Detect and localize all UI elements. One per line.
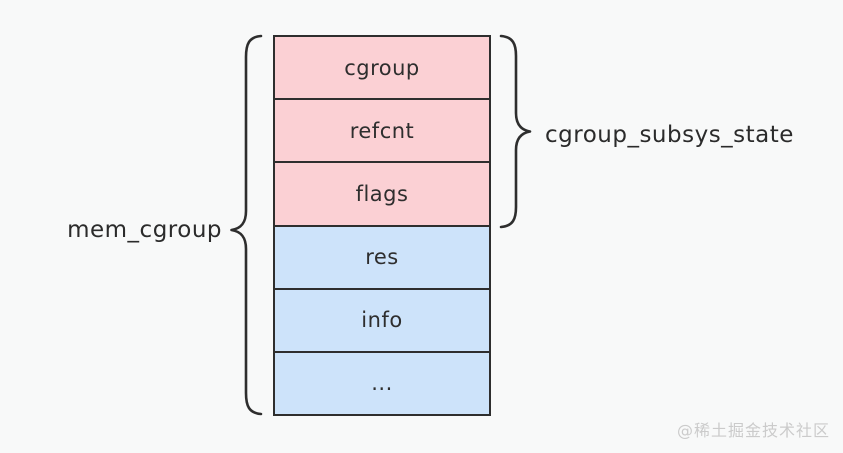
watermark-text: @稀土掘金技术社区 [676, 421, 830, 440]
mem-cgroup-label: mem_cgroup [67, 217, 222, 243]
left-brace [230, 34, 263, 416]
struct-row-cgroup: cgroup [275, 37, 489, 99]
struct-row-res: res [275, 224, 489, 288]
struct-field-stack: cgroup refcnt flags res info ... [273, 35, 491, 416]
cgroup-subsys-state-label: cgroup_subsys_state [545, 122, 794, 148]
struct-row-info: info [275, 287, 489, 351]
struct-row-ellipsis: ... [275, 350, 489, 415]
struct-row-flags: flags [275, 161, 489, 225]
right-brace [499, 34, 532, 229]
struct-row-refcnt: refcnt [275, 98, 489, 162]
